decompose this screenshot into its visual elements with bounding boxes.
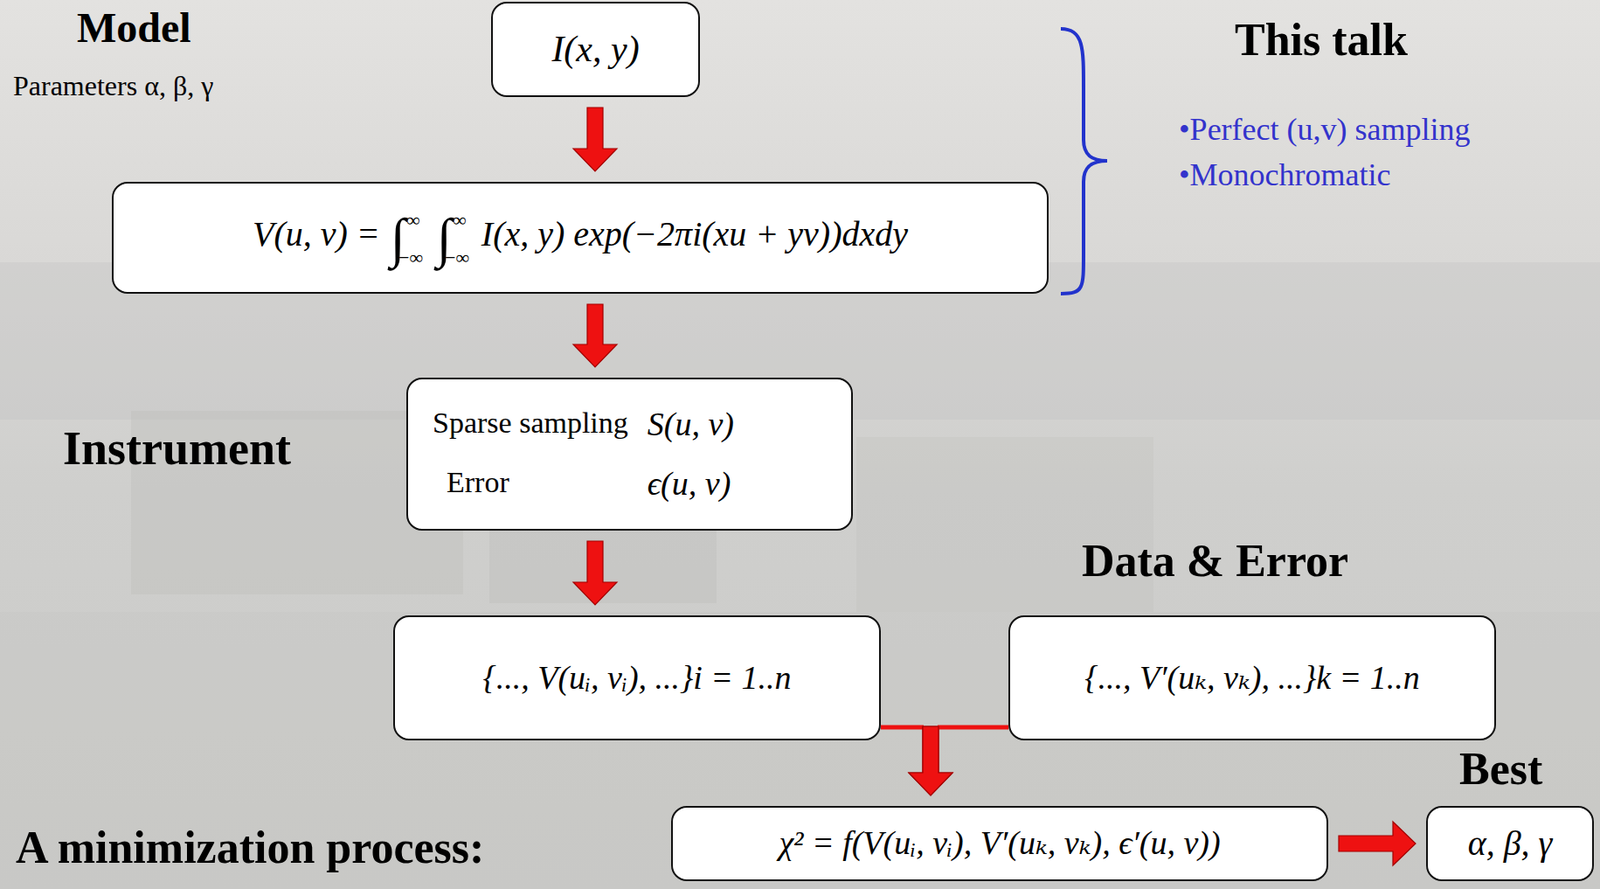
block-arrow bbox=[908, 726, 953, 796]
model-samples-box: {..., V(uᵢ, vᵢ), ...}i = 1..n bbox=[393, 615, 881, 741]
label-anchor: Parameters α, β, γ bbox=[13, 69, 214, 103]
label-anchor: Best bbox=[1459, 742, 1543, 796]
math-expression: V(u, v) = ∫∫I(x, y) exp(−2πi(xu + yv))dx… bbox=[252, 210, 908, 265]
connector bbox=[573, 304, 617, 368]
model-box: I(x, y) bbox=[491, 1, 700, 97]
math-expression: {..., V(uᵢ, vᵢ), ...}i = 1..n bbox=[482, 658, 791, 698]
equation-box: V(u, v) = ∫∫I(x, y) exp(−2πi(xu + yv))dx… bbox=[111, 181, 1049, 294]
brace bbox=[1060, 28, 1108, 294]
label-anchor: −∞ bbox=[444, 246, 470, 269]
block-arrow bbox=[573, 107, 617, 172]
block-arrow bbox=[908, 726, 953, 796]
section-heading: Data & Error bbox=[1081, 534, 1349, 588]
ground-band bbox=[0, 611, 1600, 889]
math-expression: α, β, γ bbox=[1468, 823, 1553, 864]
label-anchor: A minimization process: bbox=[15, 821, 485, 874]
connector-stub bbox=[937, 725, 1009, 730]
label-anchor: Model bbox=[76, 3, 192, 52]
block-arrow bbox=[1338, 821, 1416, 866]
connector-stub bbox=[880, 725, 924, 730]
connector bbox=[573, 107, 617, 172]
box-text: Error bbox=[446, 464, 629, 504]
connector bbox=[908, 726, 1009, 796]
connector bbox=[1338, 821, 1416, 866]
label-anchor: This talk bbox=[1234, 13, 1408, 67]
label-anchor: •Perfect (u,v) sampling bbox=[1178, 111, 1471, 148]
label-anchor: ∞ bbox=[406, 208, 421, 231]
label-anchor: ∞ bbox=[452, 208, 467, 231]
math-expression: {..., V′(uₖ, vₖ), ...}k = 1..n bbox=[1084, 658, 1420, 698]
instrument-box: Sparse sampling S(u, v) Error ϵ(u, v) bbox=[406, 377, 853, 531]
block-arrow bbox=[573, 304, 617, 368]
label-anchor: •Monochromatic bbox=[1178, 157, 1392, 194]
chi-square-box: χ² = f(V(uᵢ, vᵢ), V′(uₖ, vₖ), ϵ′(u, v)) bbox=[671, 805, 1329, 881]
math-expression: I(x, y) bbox=[551, 27, 639, 70]
connector bbox=[880, 726, 953, 796]
section-heading: Instrument bbox=[62, 421, 291, 476]
integral-limit: −∞ bbox=[398, 246, 423, 269]
math-expression: S(u, v) bbox=[647, 405, 735, 444]
block-arrow bbox=[573, 540, 617, 605]
label-anchor: Instrument bbox=[62, 421, 291, 476]
integral-limit: −∞ bbox=[444, 246, 470, 269]
bullet-item: •Perfect (u,v) sampling bbox=[1178, 111, 1471, 148]
bullet-item: •Monochromatic bbox=[1178, 157, 1392, 194]
section-heading: This talk bbox=[1234, 13, 1408, 67]
connector bbox=[573, 540, 617, 605]
box-text: Sparse sampling bbox=[432, 405, 629, 444]
label-anchor: Data & Error bbox=[1081, 534, 1349, 588]
label-anchor: −∞ bbox=[398, 246, 423, 269]
math-expression: ϵ(u, v) bbox=[647, 464, 735, 504]
result-box: α, β, γ bbox=[1426, 805, 1594, 881]
section-heading: A minimization process: bbox=[15, 821, 485, 874]
parameter-note: Parameters α, β, γ bbox=[13, 69, 214, 103]
math-expression: χ² = f(V(uᵢ, vᵢ), V′(uₖ, vₖ), ϵ′(u, v)) bbox=[778, 824, 1220, 863]
data-box: {..., V′(uₖ, vₖ), ...}k = 1..n bbox=[1008, 615, 1497, 741]
section-heading: Best bbox=[1459, 742, 1543, 796]
integral-limit: ∞ bbox=[452, 208, 467, 231]
section-heading: Model bbox=[76, 3, 192, 52]
integral-limit: ∞ bbox=[406, 208, 421, 231]
